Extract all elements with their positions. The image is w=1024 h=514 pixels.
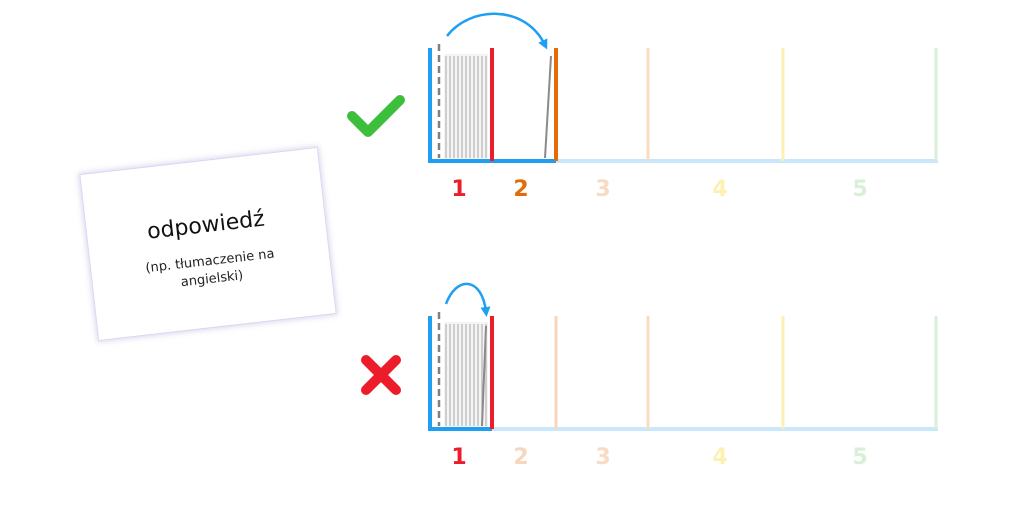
wrong-row: 1 2 3 4 5 [361,282,938,470]
box-label-1: 1 [451,177,466,202]
box-label-3: 3 [595,177,610,202]
box-label-5: 5 [852,177,867,202]
box-label-2: 2 [513,445,528,470]
box-label-4: 4 [712,445,727,470]
shelf-active [428,316,492,431]
box-label-3: 3 [595,445,610,470]
card-stack-box-1 [437,44,488,160]
check-icon [347,95,405,137]
shelf-active [428,48,556,163]
box-label-1: 1 [451,445,466,470]
moved-card [544,55,552,159]
card-stack-box-1 [437,312,488,428]
move-arrow [444,282,491,317]
correct-row: 1 2 3 4 5 [347,12,938,202]
cross-icon [361,355,401,395]
box-label-4: 4 [712,177,727,202]
moved-card [481,325,487,427]
box-label-5: 5 [852,445,867,470]
box-label-2: 2 [513,177,528,202]
move-arrow [446,12,548,50]
